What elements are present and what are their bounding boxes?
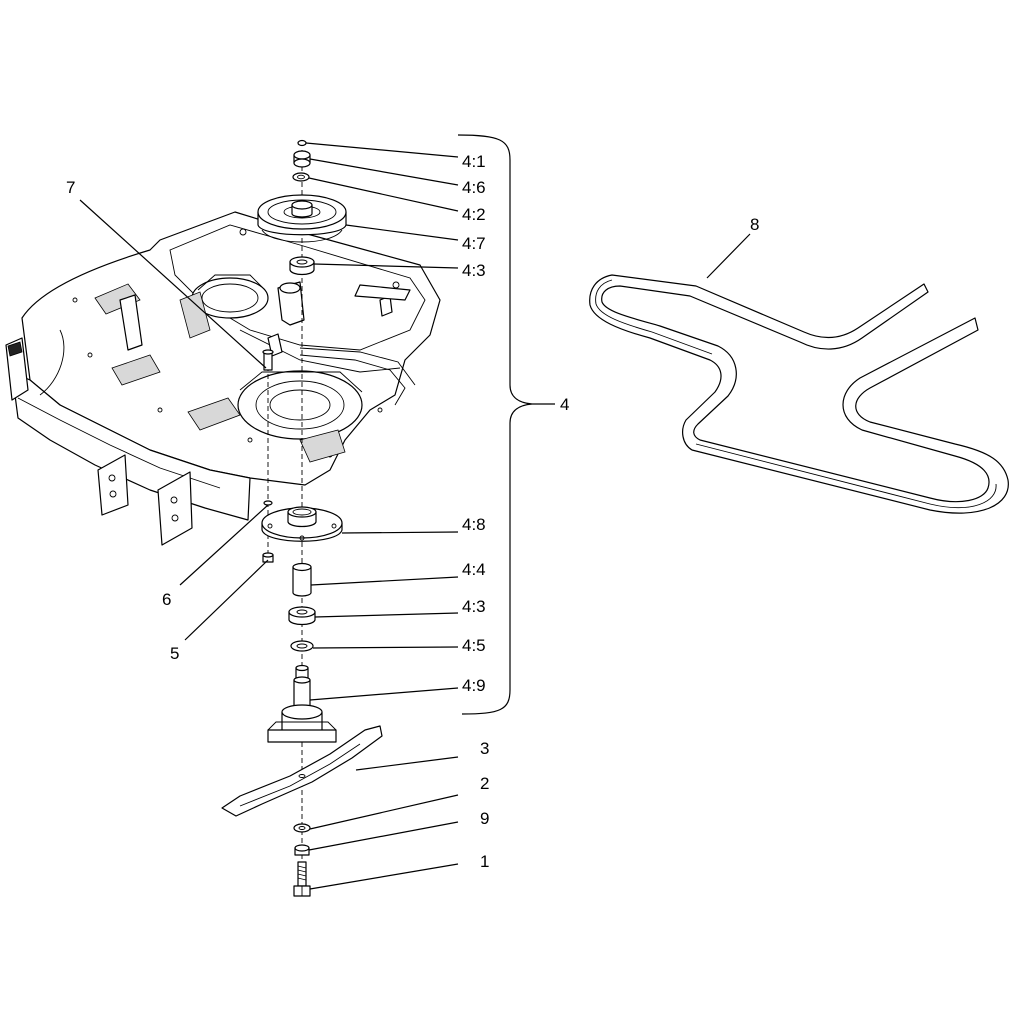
callout-4-3-bottom: 4:3 [462,597,486,616]
part-6-washer [263,500,273,506]
callout-4-9: 4:9 [462,676,486,695]
part-1-bolt [293,861,311,897]
part-8-belt [589,274,1009,514]
callout-7: 7 [66,178,75,197]
callout-4: 4 [560,395,569,414]
callout-2: 2 [480,774,489,793]
part-4-9-spindle-shaft [267,664,337,743]
callout-4-5: 4:5 [462,636,486,655]
mower-deck [5,211,441,546]
callout-4-8: 4:8 [462,515,486,534]
callout-8: 8 [750,215,759,234]
part-4-3-spacer-top [289,256,315,276]
callout-4-1: 4:1 [462,152,486,171]
part-4-4-bushing [292,562,312,597]
part-4-7-pulley [257,194,347,243]
part-4-6-lock-nut [293,150,311,168]
part-3-blade [221,725,383,817]
part-9-nut [294,844,310,856]
callout-5: 5 [170,644,179,663]
part-7-bolt [262,349,274,371]
callout-4-4: 4:4 [462,560,486,579]
part-4-2-washer [292,172,310,182]
part-2-washer [293,823,311,833]
callout-6: 6 [162,590,171,609]
spindle-parts [221,139,383,897]
callout-9: 9 [480,809,489,828]
part-4-5-washer [290,640,314,652]
callout-4-6: 4:6 [462,178,486,197]
part-4-1-nut [297,139,307,147]
callout-3: 3 [480,739,489,758]
callout-4-7: 4:7 [462,234,486,253]
callout-4-2: 4:2 [462,205,486,224]
callout-1: 1 [480,852,489,871]
part-5-nut [262,552,274,563]
part-4-3-spacer-bottom [288,606,316,626]
leader-lines [79,142,751,890]
callout-4-3-top: 4:3 [462,261,486,280]
part-4-8-housing [261,506,343,542]
